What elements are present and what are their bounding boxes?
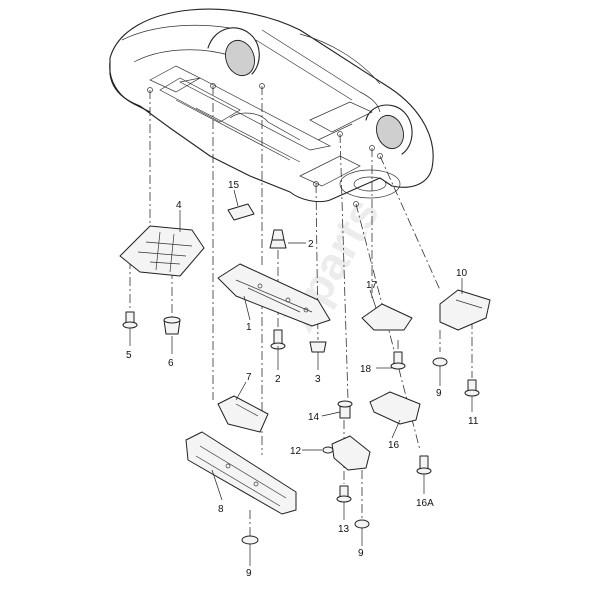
part-17-shield <box>361 303 413 331</box>
part-2-clip-top <box>269 229 287 249</box>
callout-2-bottom: 2 <box>275 374 281 385</box>
callout-16: 16 <box>388 440 400 451</box>
callout-9-center: 9 <box>358 548 364 559</box>
part-10-bracket <box>439 289 491 331</box>
part-5-bolt <box>122 311 138 329</box>
callout-7: 7 <box>246 372 252 383</box>
callout-2-top: 2 <box>308 239 314 250</box>
part-4-underbody-panel <box>119 225 205 277</box>
callout-3: 3 <box>315 374 321 385</box>
callout-14: 14 <box>308 412 320 423</box>
callout-5: 5 <box>126 350 132 361</box>
part-18-bolt <box>390 351 406 370</box>
part-9-clip-center <box>354 519 370 529</box>
part-15-clip <box>227 203 255 221</box>
callout-4: 4 <box>176 200 182 211</box>
callout-8: 8 <box>218 504 224 515</box>
callout-9-bottom: 9 <box>246 568 252 579</box>
callout-15: 15 <box>228 180 240 191</box>
part-11-bolt <box>464 379 480 397</box>
callout-labels: 4 15 2 1 2 3 5 6 7 8 9 17 18 10 9 11 16 … <box>126 180 479 579</box>
part-8-side-cover <box>185 431 297 515</box>
callout-1: 1 <box>246 322 252 333</box>
part-9-clip-bottom <box>241 535 259 545</box>
vehicle-underbody <box>109 8 434 207</box>
callout-17: 17 <box>366 280 378 291</box>
part-3-nut <box>309 341 327 353</box>
part-14-bolt <box>337 400 353 419</box>
callout-12: 12 <box>290 446 302 457</box>
callout-11: 11 <box>468 416 479 427</box>
part-6-nut <box>163 316 181 335</box>
callout-6: 6 <box>168 358 174 369</box>
callout-10: 10 <box>456 268 468 279</box>
callout-13: 13 <box>338 524 350 535</box>
part-1-center-cover <box>217 263 331 327</box>
part-13-bolt <box>336 485 352 503</box>
part-12-bracket <box>322 435 371 471</box>
part-9-clip-right <box>432 357 448 367</box>
callout-16a: 16A <box>416 498 434 509</box>
part-7-bracket <box>217 395 269 433</box>
part-16a-bolt <box>416 455 432 475</box>
callout-18: 18 <box>360 364 372 375</box>
part-16-cover <box>369 391 421 425</box>
leader-lines <box>129 189 473 566</box>
callout-9-right: 9 <box>436 388 442 399</box>
